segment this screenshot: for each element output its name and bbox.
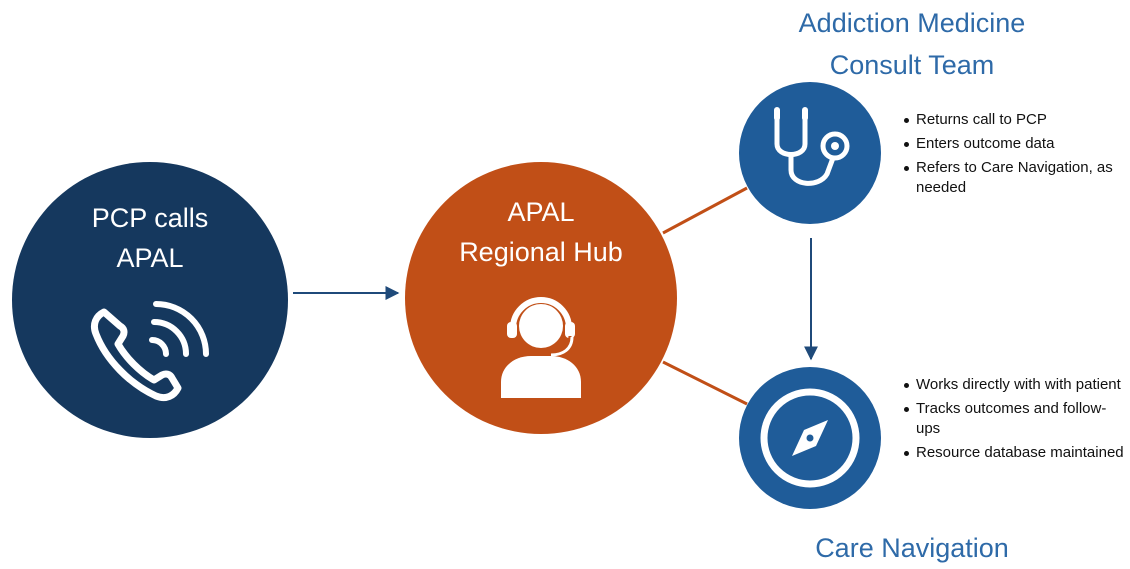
- pcp-label-line1: PCP calls: [91, 203, 209, 233]
- hub-node: APAL Regional Hub: [405, 162, 677, 434]
- phone-ringing-icon: [90, 301, 209, 402]
- consult-title-line2: Consult Team: [829, 50, 995, 80]
- consult-bullet-item: Returns call to PCP: [902, 110, 1127, 130]
- connector-hub-to-consult: [662, 186, 748, 235]
- hub-label-line1: APAL: [507, 197, 575, 227]
- pcp-label: PCP calls APAL: [12, 198, 288, 278]
- connector-hub-to-navigation: [662, 360, 748, 406]
- consult-bullet-item: Refers to Care Navigation, as needed: [902, 158, 1127, 198]
- navigation-bullet-item: Works directly with with patient: [902, 375, 1124, 395]
- consult-team-title: Addiction Medicine Consult Team: [712, 2, 1112, 86]
- consult-bullet-item: Enters outcome data: [902, 134, 1127, 154]
- care-navigation-title: Care Navigation: [815, 533, 1009, 563]
- navigation-bullet-item: Tracks outcomes and follow-ups: [902, 399, 1124, 439]
- consult-title-line1: Addiction Medicine: [798, 8, 1026, 38]
- hub-label: APAL Regional Hub: [405, 192, 677, 272]
- navigation-bullet-item: Resource database maintained: [902, 443, 1124, 463]
- stethoscope-icon: [774, 107, 850, 186]
- pcp-label-line2: APAL: [116, 243, 184, 273]
- consult-team-node: [739, 82, 881, 224]
- pcp-node: PCP calls APAL: [12, 162, 288, 438]
- compass-icon: [760, 388, 860, 488]
- care-navigation-bullets: Works directly with with patient Tracks …: [902, 375, 1124, 467]
- consult-team-bullets: Returns call to PCP Enters outcome data …: [902, 110, 1127, 202]
- hub-label-line2: Regional Hub: [459, 237, 623, 267]
- headset-operator-icon: [501, 297, 581, 398]
- care-navigation-node: [739, 367, 881, 509]
